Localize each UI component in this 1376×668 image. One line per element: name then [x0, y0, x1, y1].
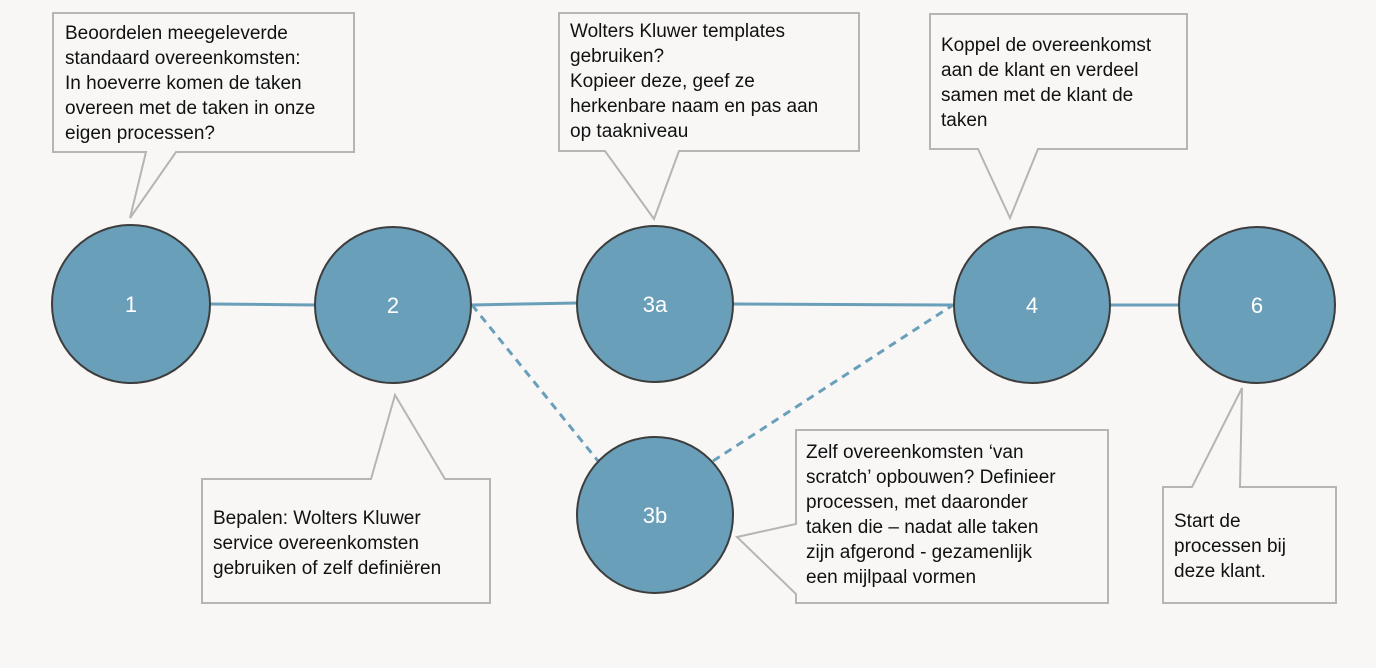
callout-3a-text: Wolters Kluwer templates gebruiken? Kopi…: [570, 21, 819, 142]
node-3a: [576, 225, 734, 383]
callout-3a-shape: [558, 12, 860, 222]
node-1-label: 1: [125, 292, 137, 317]
callout-6-shape: [1162, 387, 1337, 604]
node-3a-label: 3a: [643, 292, 668, 317]
callout-3b-text: Zelf overeenkomsten ‘van scratch’ opbouw…: [806, 442, 1056, 588]
callout-4-shape: [929, 13, 1188, 221]
node-4: [953, 226, 1111, 384]
connector-3a-4: [732, 302, 954, 307]
node-2: [314, 226, 472, 384]
connector-3b-4-dashed: [712, 303, 954, 463]
node-4-label: 4: [1026, 293, 1038, 318]
callout-2-text: Bepalen: Wolters Kluwer service overeenk…: [213, 508, 442, 579]
node-2-label: 2: [387, 293, 399, 318]
node-1: [51, 224, 211, 384]
node-6: [1178, 226, 1336, 384]
callout-4-text: Koppel de overeenkomst aan de klant en v…: [941, 35, 1152, 131]
callout-6-text: Start de processen bij deze klant.: [1174, 511, 1286, 582]
connector-2-3b-dashed: [470, 304, 600, 462]
callout-1-shape: [52, 12, 355, 219]
callout-2-shape: [201, 392, 491, 604]
callout-3b-shape: [734, 429, 1109, 604]
connector-1-2: [210, 302, 317, 307]
connector-2-3a: [470, 301, 578, 307]
node-3b: [576, 436, 734, 594]
node-3b-label: 3b: [643, 503, 667, 528]
callout-1-text: Beoordelen meegeleverde standaard overee…: [65, 23, 316, 144]
node-6-label: 6: [1251, 293, 1263, 318]
